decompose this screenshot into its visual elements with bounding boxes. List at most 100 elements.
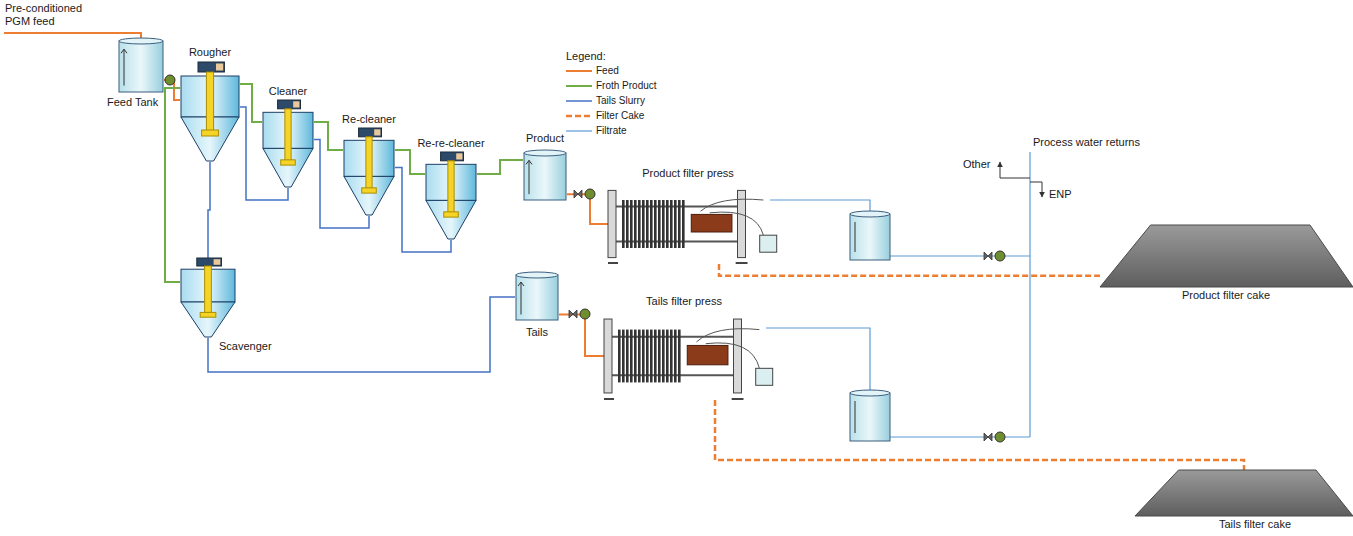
impeller bbox=[281, 160, 296, 165]
impeller bbox=[202, 130, 219, 136]
tank-shape bbox=[515, 272, 559, 322]
tank-vessel: Tails bbox=[515, 272, 559, 322]
filter-plate bbox=[634, 330, 637, 383]
shaft bbox=[366, 137, 372, 190]
tails-stream bbox=[208, 297, 515, 372]
filter-plate bbox=[626, 330, 629, 383]
legend-line bbox=[566, 70, 592, 72]
hose bbox=[706, 343, 760, 368]
tank-body bbox=[119, 41, 163, 92]
tails-stream bbox=[208, 162, 210, 258]
legend-text: Froth Product bbox=[596, 80, 657, 91]
flotation-cell: Re-cleaner bbox=[343, 128, 395, 216]
hose bbox=[710, 212, 764, 235]
connector-group bbox=[164, 80, 1244, 470]
equipment-label: Product filter cake bbox=[1181, 289, 1271, 302]
legend-sample bbox=[565, 80, 593, 92]
tank-vessel: Feed Tank bbox=[118, 38, 164, 94]
cell-shape bbox=[343, 128, 395, 216]
legend-heading: Legend: bbox=[565, 50, 607, 63]
froth-stream bbox=[477, 160, 523, 174]
legend-entry: Filter Cake bbox=[565, 110, 644, 122]
stream-label: Process water returns bbox=[1032, 136, 1141, 149]
filter-plate bbox=[634, 200, 637, 248]
tank-body bbox=[850, 214, 890, 260]
hydraulic-cylinder bbox=[687, 345, 728, 364]
filtrate-tray bbox=[760, 235, 777, 252]
motor-cover bbox=[214, 259, 221, 265]
tank-top bbox=[119, 38, 163, 44]
legend-entry: Tails Slurry bbox=[565, 95, 645, 107]
cake-pile bbox=[1100, 225, 1353, 287]
filter-plate bbox=[642, 200, 645, 248]
filter-plate bbox=[646, 330, 649, 383]
level-arrow bbox=[518, 282, 524, 286]
filter-plate bbox=[670, 200, 673, 248]
motor bbox=[278, 100, 301, 109]
pump-symbol bbox=[984, 432, 1005, 442]
legend-line bbox=[566, 85, 592, 87]
impeller bbox=[444, 212, 459, 217]
flotation-cell: Rougher bbox=[180, 62, 240, 162]
equipment-label: Cleaner bbox=[268, 85, 309, 98]
filter-plate bbox=[670, 330, 673, 383]
level-indicator bbox=[521, 282, 522, 315]
motor bbox=[441, 152, 464, 161]
filter-plate bbox=[674, 330, 677, 383]
shaft bbox=[448, 161, 454, 214]
equipment-label: Tails filter press bbox=[645, 295, 723, 308]
filter-plate bbox=[658, 330, 661, 383]
end-frame bbox=[608, 190, 616, 257]
stream-label: ENP bbox=[1048, 188, 1073, 201]
tank-shape bbox=[118, 38, 164, 94]
valve-symbol bbox=[984, 252, 992, 260]
tank-top bbox=[524, 150, 566, 156]
pump-body bbox=[995, 432, 1005, 442]
legend-sample bbox=[565, 95, 593, 107]
motor-cover bbox=[216, 64, 223, 71]
filter-plate bbox=[678, 330, 681, 383]
filter-plate bbox=[622, 200, 625, 248]
equipment-label: Product filter press bbox=[641, 167, 735, 180]
legend-text: Tails Slurry bbox=[596, 95, 645, 106]
filter-plate bbox=[666, 330, 669, 383]
foot bbox=[736, 262, 748, 264]
filter-press: Tails filter press bbox=[604, 312, 789, 400]
equipment-label: Scavenger bbox=[218, 340, 273, 353]
valve-symbol bbox=[574, 190, 582, 198]
other-branch-arrow bbox=[1000, 162, 1030, 178]
equipment-label: Re-re-cleaner bbox=[416, 137, 485, 150]
filtrate-line bbox=[890, 255, 1030, 256]
filter-plate bbox=[662, 200, 665, 248]
filter-plate bbox=[682, 200, 685, 248]
legend-line bbox=[566, 115, 592, 118]
tank-vessel: Product bbox=[523, 150, 567, 202]
cake-stream bbox=[719, 264, 1100, 276]
legend-entry: Filtrate bbox=[565, 125, 627, 137]
motor-cover bbox=[456, 153, 462, 159]
cake-pile: Product filter cake bbox=[1100, 225, 1353, 287]
filtrate-line bbox=[890, 436, 1030, 437]
froth-stream bbox=[314, 122, 343, 150]
froth-stream bbox=[395, 150, 425, 174]
equipment-label: Tails filter cake bbox=[1218, 518, 1292, 531]
hose bbox=[697, 329, 760, 342]
motor bbox=[198, 62, 224, 72]
pump-group bbox=[154, 75, 1005, 442]
filter-plate bbox=[626, 200, 629, 248]
filter-plate bbox=[638, 330, 641, 383]
legend-entry: Froth Product bbox=[565, 80, 657, 92]
filtrate-line bbox=[766, 328, 870, 391]
filtrate-lines bbox=[766, 152, 1030, 437]
filtrate-tank bbox=[850, 211, 890, 260]
cell-shape bbox=[180, 258, 236, 338]
filter-plate bbox=[622, 330, 625, 383]
filter-plate bbox=[650, 200, 653, 248]
tank-body bbox=[850, 393, 890, 441]
foot bbox=[604, 398, 614, 400]
flotation-cell: Scavenger bbox=[180, 258, 236, 338]
cake-pile bbox=[1135, 470, 1353, 516]
enp-branch-arrow bbox=[1030, 182, 1042, 197]
filter-plate bbox=[662, 330, 665, 383]
